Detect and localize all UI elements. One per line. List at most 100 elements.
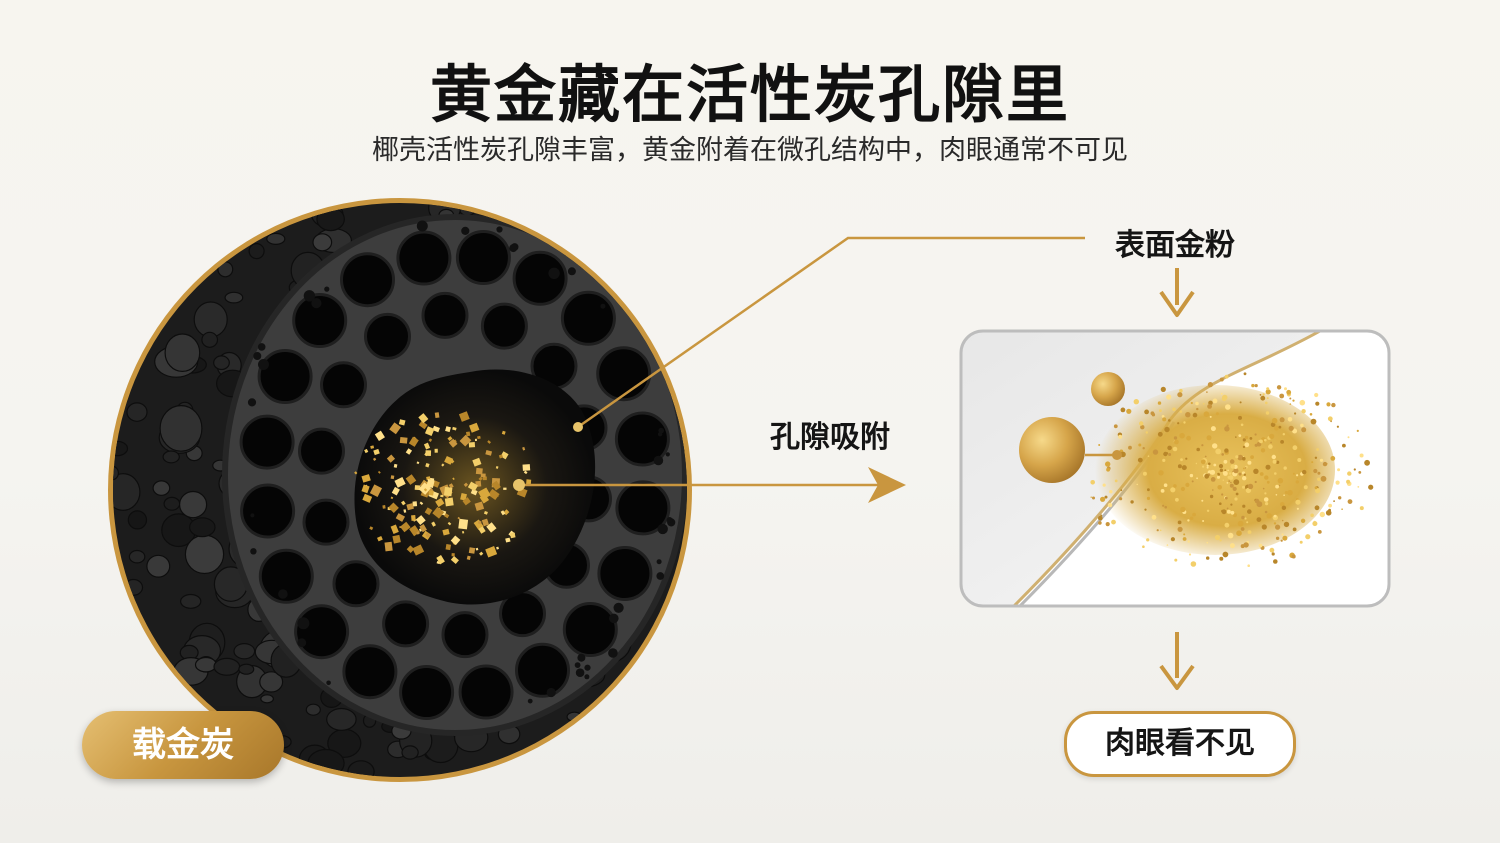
gold-grain bbox=[1242, 476, 1247, 481]
gold-grain bbox=[1223, 471, 1228, 476]
gold-crystal bbox=[459, 434, 472, 447]
gold-grain bbox=[1229, 543, 1235, 549]
gold-crystal bbox=[478, 487, 491, 500]
gold-grain bbox=[1187, 519, 1190, 522]
gold-grain bbox=[1235, 455, 1239, 459]
gold-grain bbox=[1220, 392, 1223, 395]
gold-grain bbox=[1289, 403, 1292, 405]
gold-crystal bbox=[485, 450, 493, 456]
gold-grain bbox=[1142, 545, 1145, 548]
micro-pore bbox=[253, 352, 262, 360]
gold-grain bbox=[1104, 495, 1108, 499]
gold-grain bbox=[1182, 537, 1187, 541]
gold-grain bbox=[1247, 460, 1252, 465]
gold-grain bbox=[1180, 458, 1183, 462]
gold-grain bbox=[1224, 522, 1230, 528]
gold-crystal bbox=[361, 474, 371, 483]
gold-grain bbox=[1210, 469, 1216, 475]
gold-grain bbox=[1227, 475, 1231, 479]
micro-pore bbox=[297, 617, 310, 630]
gold-grain bbox=[1273, 559, 1278, 564]
pore-hole bbox=[332, 560, 380, 608]
gold-grain bbox=[1200, 459, 1206, 465]
micro-pore bbox=[653, 455, 664, 466]
gold-crystal bbox=[392, 534, 401, 544]
carbon-granule bbox=[152, 480, 171, 496]
gold-grain bbox=[1280, 502, 1285, 507]
gold-grain bbox=[1264, 438, 1267, 442]
gold-grain bbox=[1206, 541, 1209, 544]
gold-grain bbox=[1284, 491, 1288, 494]
gold-crystal bbox=[444, 497, 454, 507]
gold-crystal bbox=[445, 543, 452, 551]
gold-grain bbox=[1160, 489, 1165, 493]
micro-pore bbox=[613, 602, 624, 613]
gold-grain bbox=[1244, 467, 1247, 469]
gold-grain bbox=[1100, 496, 1106, 502]
gold-crystal bbox=[488, 488, 500, 501]
gold-grain bbox=[1319, 511, 1326, 518]
pore-hole bbox=[382, 600, 430, 648]
gold-grain bbox=[1342, 443, 1346, 448]
micro-pore bbox=[311, 298, 322, 309]
gold-grain bbox=[1174, 439, 1179, 445]
arrow-down-icon bbox=[1159, 632, 1195, 690]
gold-grain bbox=[1276, 385, 1282, 390]
gold-grain bbox=[1138, 443, 1142, 447]
gold-grain bbox=[1295, 480, 1300, 484]
gold-grain bbox=[1259, 439, 1263, 444]
gold-grain bbox=[1243, 372, 1247, 376]
gold-crystal bbox=[382, 505, 386, 509]
gold-grain bbox=[1347, 499, 1353, 504]
gold-crystal bbox=[425, 450, 432, 456]
carbon-granule bbox=[312, 233, 333, 252]
micro-pore bbox=[278, 589, 288, 599]
pore-hole bbox=[320, 361, 367, 409]
gold-grain bbox=[1281, 533, 1284, 536]
gold-grain bbox=[1114, 479, 1118, 483]
gold-grain bbox=[1118, 434, 1123, 439]
gold-grain bbox=[1358, 471, 1362, 474]
gold-grain bbox=[1188, 553, 1192, 556]
gold-grain bbox=[1221, 453, 1224, 456]
gold-grain bbox=[1314, 456, 1318, 459]
gold-crystal bbox=[461, 530, 465, 534]
gold-grain bbox=[1210, 477, 1216, 482]
gold-crystal bbox=[419, 501, 424, 506]
gold-grain bbox=[1179, 410, 1183, 413]
gold-crystal bbox=[468, 442, 476, 448]
gold-grain bbox=[1164, 505, 1167, 509]
pore-hole bbox=[298, 427, 345, 475]
gold-grain bbox=[1227, 532, 1234, 539]
carbon-granule bbox=[113, 473, 141, 511]
pore-hole bbox=[480, 302, 528, 350]
gold-crystal bbox=[474, 438, 477, 442]
gold-grain bbox=[1277, 477, 1284, 484]
gold-crystal bbox=[469, 422, 480, 433]
gold-crystal bbox=[475, 467, 483, 475]
micro-pore bbox=[247, 398, 257, 407]
gold-grain bbox=[1179, 388, 1183, 393]
pore-hole bbox=[455, 230, 511, 285]
gold-grain bbox=[1192, 512, 1196, 517]
gold-grain bbox=[1130, 500, 1134, 504]
gold-crystal bbox=[452, 477, 455, 481]
gold-grain bbox=[1275, 460, 1280, 464]
carbon-circle bbox=[108, 198, 692, 782]
micro-pore bbox=[257, 343, 266, 351]
gold-crystal bbox=[448, 438, 458, 448]
gold-grain bbox=[1147, 488, 1150, 492]
gold-grain bbox=[1162, 504, 1165, 507]
gold-grain bbox=[1202, 520, 1205, 522]
pore-hole bbox=[421, 291, 469, 339]
gold-crystal bbox=[364, 448, 369, 454]
gold-grain bbox=[1173, 436, 1178, 440]
gold-grain bbox=[1167, 445, 1172, 451]
arrow-down-icon bbox=[1159, 268, 1195, 317]
gold-grain bbox=[1202, 465, 1205, 468]
gold-grain bbox=[1338, 496, 1342, 500]
carbon-granule bbox=[326, 707, 357, 731]
gold-crystal bbox=[401, 500, 406, 506]
gold-crystal bbox=[498, 454, 504, 459]
gold-grain bbox=[1229, 472, 1232, 475]
